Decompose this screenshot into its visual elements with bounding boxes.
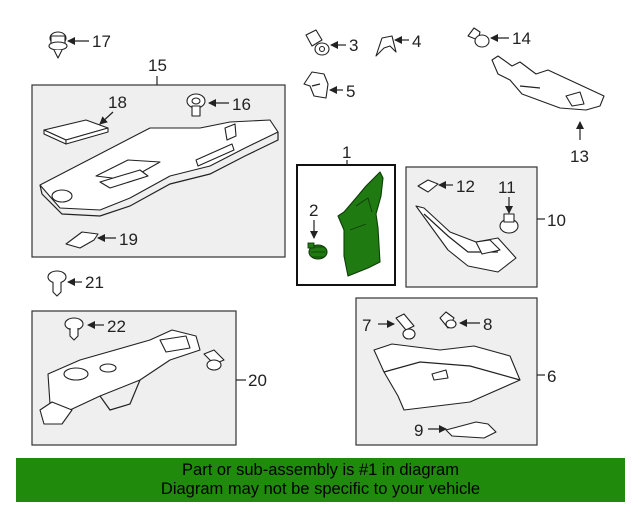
info-banner: Part or sub-assembly is #1 in diagram Di… <box>16 458 625 502</box>
bracket-4-icon <box>375 35 397 57</box>
callout-5: 5 <box>346 82 355 101</box>
clip-21-icon <box>47 270 67 297</box>
callout-21: 21 <box>85 273 104 292</box>
callout-16: 16 <box>232 95 251 114</box>
callout-20: 20 <box>248 371 267 390</box>
clip-8-icon <box>439 311 457 329</box>
callout-19: 19 <box>119 230 138 249</box>
console-base-20-icon <box>39 329 201 425</box>
callout-7: 7 <box>362 316 371 335</box>
clip-2-icon <box>307 242 328 260</box>
clip-16-icon <box>186 93 206 117</box>
callout-18: 18 <box>108 93 127 112</box>
leader-18 <box>99 111 114 125</box>
callout-12: 12 <box>456 177 475 196</box>
clip-5-icon <box>303 71 329 99</box>
clip-17-icon <box>48 31 68 59</box>
callout-14: 14 <box>512 29 531 48</box>
trim-panel-6-icon <box>373 343 521 411</box>
callout-1: 1 <box>342 143 351 162</box>
bolt-7-icon <box>395 313 416 340</box>
clip-9-icon <box>445 421 497 439</box>
callout-8: 8 <box>483 315 492 334</box>
trim-panel-10-icon <box>415 205 517 273</box>
callout-11: 11 <box>498 178 516 197</box>
clip-11-icon <box>499 213 519 234</box>
callout-2: 2 <box>309 201 318 220</box>
callout-6: 6 <box>547 367 556 386</box>
panel-13-icon <box>491 55 605 111</box>
callout-4: 4 <box>412 32 421 51</box>
pad-18-icon <box>43 119 109 145</box>
clip-22-icon <box>64 317 84 341</box>
trim-panel-1-icon <box>337 171 384 277</box>
callout-9: 9 <box>414 421 423 440</box>
callout-3: 3 <box>349 36 358 55</box>
console-panel-15-icon <box>39 119 279 217</box>
clip-14-icon <box>467 27 490 48</box>
callout-17: 17 <box>92 32 111 51</box>
callout-13: 13 <box>570 147 589 166</box>
banner-line-1: Part or sub-assembly is #1 in diagram <box>182 461 459 479</box>
clip-20b-icon <box>203 349 225 371</box>
banner-line-2: Diagram may not be specific to your vehi… <box>160 480 481 498</box>
callout-10: 10 <box>547 211 566 230</box>
clip-19-icon <box>65 231 99 249</box>
clip-3-icon <box>305 29 330 56</box>
callout-22: 22 <box>107 317 126 336</box>
callout-15: 15 <box>148 56 167 75</box>
